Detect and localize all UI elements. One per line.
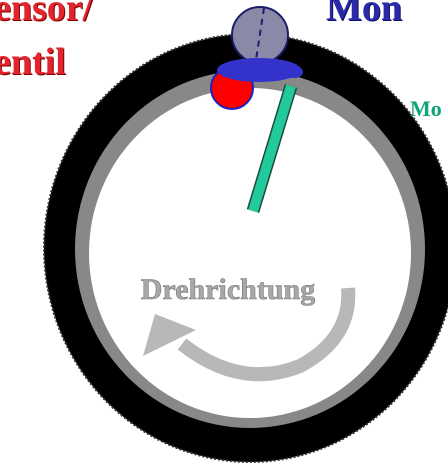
sensor-valve-label-line2: entil: [0, 41, 66, 83]
rotation-arrow: [177, 287, 356, 382]
monitor-axis: [254, 7, 265, 67]
monitor-sublabel: Mo: [410, 96, 442, 121]
sensor-valve-label-line1: ensor/: [0, 0, 94, 29]
monitor-cap: [217, 58, 301, 82]
rotation-arrow-head: [143, 314, 196, 356]
monitor-cap-side: [285, 66, 303, 78]
pointer: [248, 84, 296, 213]
rotation-label: Drehrichtung: [141, 273, 315, 306]
monitor-label: Mon: [326, 0, 402, 29]
